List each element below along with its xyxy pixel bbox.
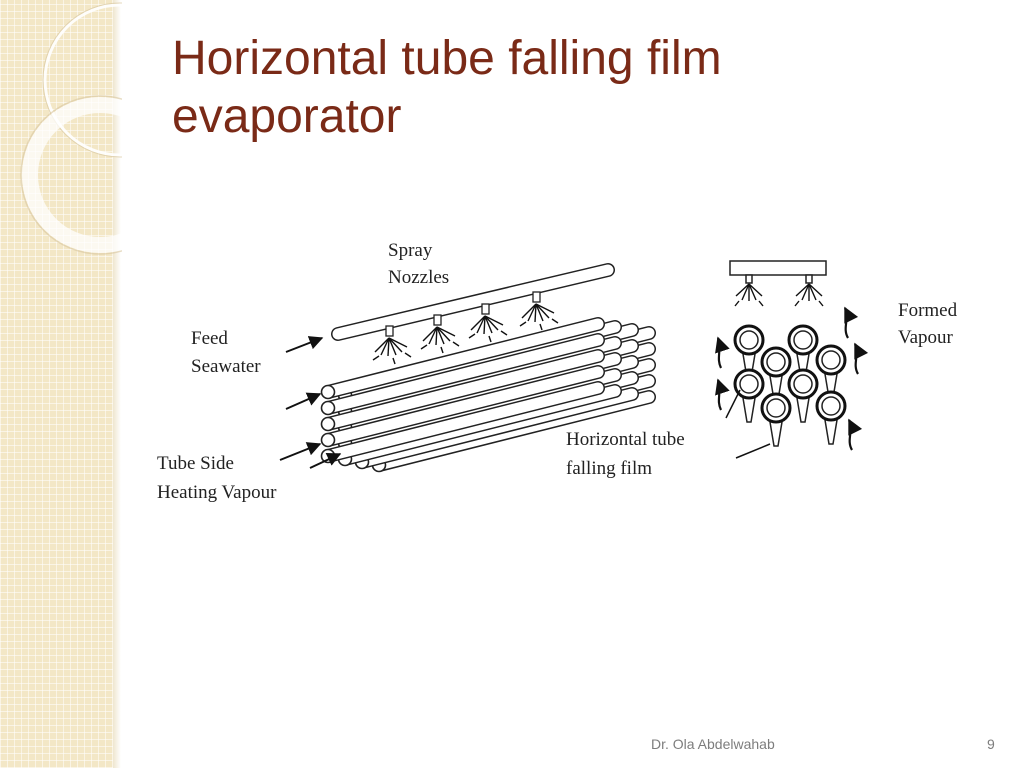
- title-line-1: Horizontal tube falling film: [172, 32, 722, 85]
- label-heating-vapour: Heating Vapour: [157, 482, 277, 503]
- label-spray: Spray: [388, 240, 433, 261]
- tube-end: [320, 416, 336, 432]
- label-nozzles: Nozzles: [388, 267, 449, 288]
- decorative-circles: [20, 2, 122, 255]
- film-tube-inner: [793, 330, 813, 350]
- label-formed-vapour: Formed Vapour: [898, 300, 958, 348]
- tube-body-fill: [322, 334, 604, 414]
- label-tube-side: Tube Side: [157, 453, 234, 474]
- falling-film-tubes: [733, 324, 847, 447]
- film-tube-inner: [821, 350, 841, 370]
- footer-author: Dr. Ola Abdelwahab: [651, 736, 775, 752]
- tube-body-fill: [339, 385, 621, 465]
- tube-body-fill: [322, 366, 604, 446]
- label-seawater: Seawater: [191, 356, 261, 377]
- spray-pipe: [331, 263, 615, 341]
- tube-body-fill: [373, 391, 655, 471]
- film-tube-inner: [766, 352, 786, 372]
- label-feed: Feed: [191, 328, 228, 349]
- label-horizontal-tube: Horizontal tube: [566, 429, 685, 450]
- label-spray-nozzles: Spray Nozzles: [388, 240, 449, 288]
- pointer-lines: [725, 389, 771, 459]
- tube-end: [320, 384, 336, 400]
- label-feed-seawater: Feed Seawater: [191, 328, 261, 377]
- page-number: 9: [987, 736, 995, 752]
- tube-body-fill: [356, 388, 638, 468]
- evaporator-diagram: Spray Nozzles Feed Seawater Tube Side He…: [157, 240, 958, 503]
- label-tube-side-heating-vapour: Tube Side Heating Vapour: [157, 453, 277, 503]
- right-spray-cones: [734, 283, 824, 307]
- tube-body-fill: [339, 321, 621, 401]
- film-tube-inner: [793, 374, 813, 394]
- title-line-2: evaporator: [172, 90, 402, 143]
- label-vapour: Vapour: [898, 327, 954, 348]
- spray-nozzles: [385, 291, 541, 337]
- tube-body-fill: [339, 353, 621, 433]
- film-tube-inner: [766, 398, 786, 418]
- tube-body-fill: [322, 382, 604, 462]
- label-formed: Formed: [898, 300, 958, 321]
- tube-body-fill: [339, 337, 621, 417]
- tube-body-fill: [322, 318, 604, 398]
- right-header-pipe: [729, 260, 827, 284]
- film-tube-inner: [739, 330, 759, 350]
- spray-cones: [372, 303, 559, 365]
- film-tube-inner: [739, 374, 759, 394]
- tube-end: [320, 432, 336, 448]
- vapour-arrows: [715, 306, 869, 451]
- tube-end: [320, 400, 336, 416]
- tube-bundle: [320, 317, 656, 473]
- input-arrows: [279, 336, 342, 469]
- tube-body-fill: [322, 350, 604, 430]
- side-band-shadow: [113, 0, 121, 768]
- film-tube-inner: [821, 396, 841, 416]
- label-falling-film: falling film: [566, 458, 652, 479]
- slide-title: Horizontal tube falling film evaporator: [172, 30, 972, 146]
- tube-body-fill: [339, 369, 621, 449]
- label-horizontal-tube-falling-film: Horizontal tube falling film: [566, 429, 685, 479]
